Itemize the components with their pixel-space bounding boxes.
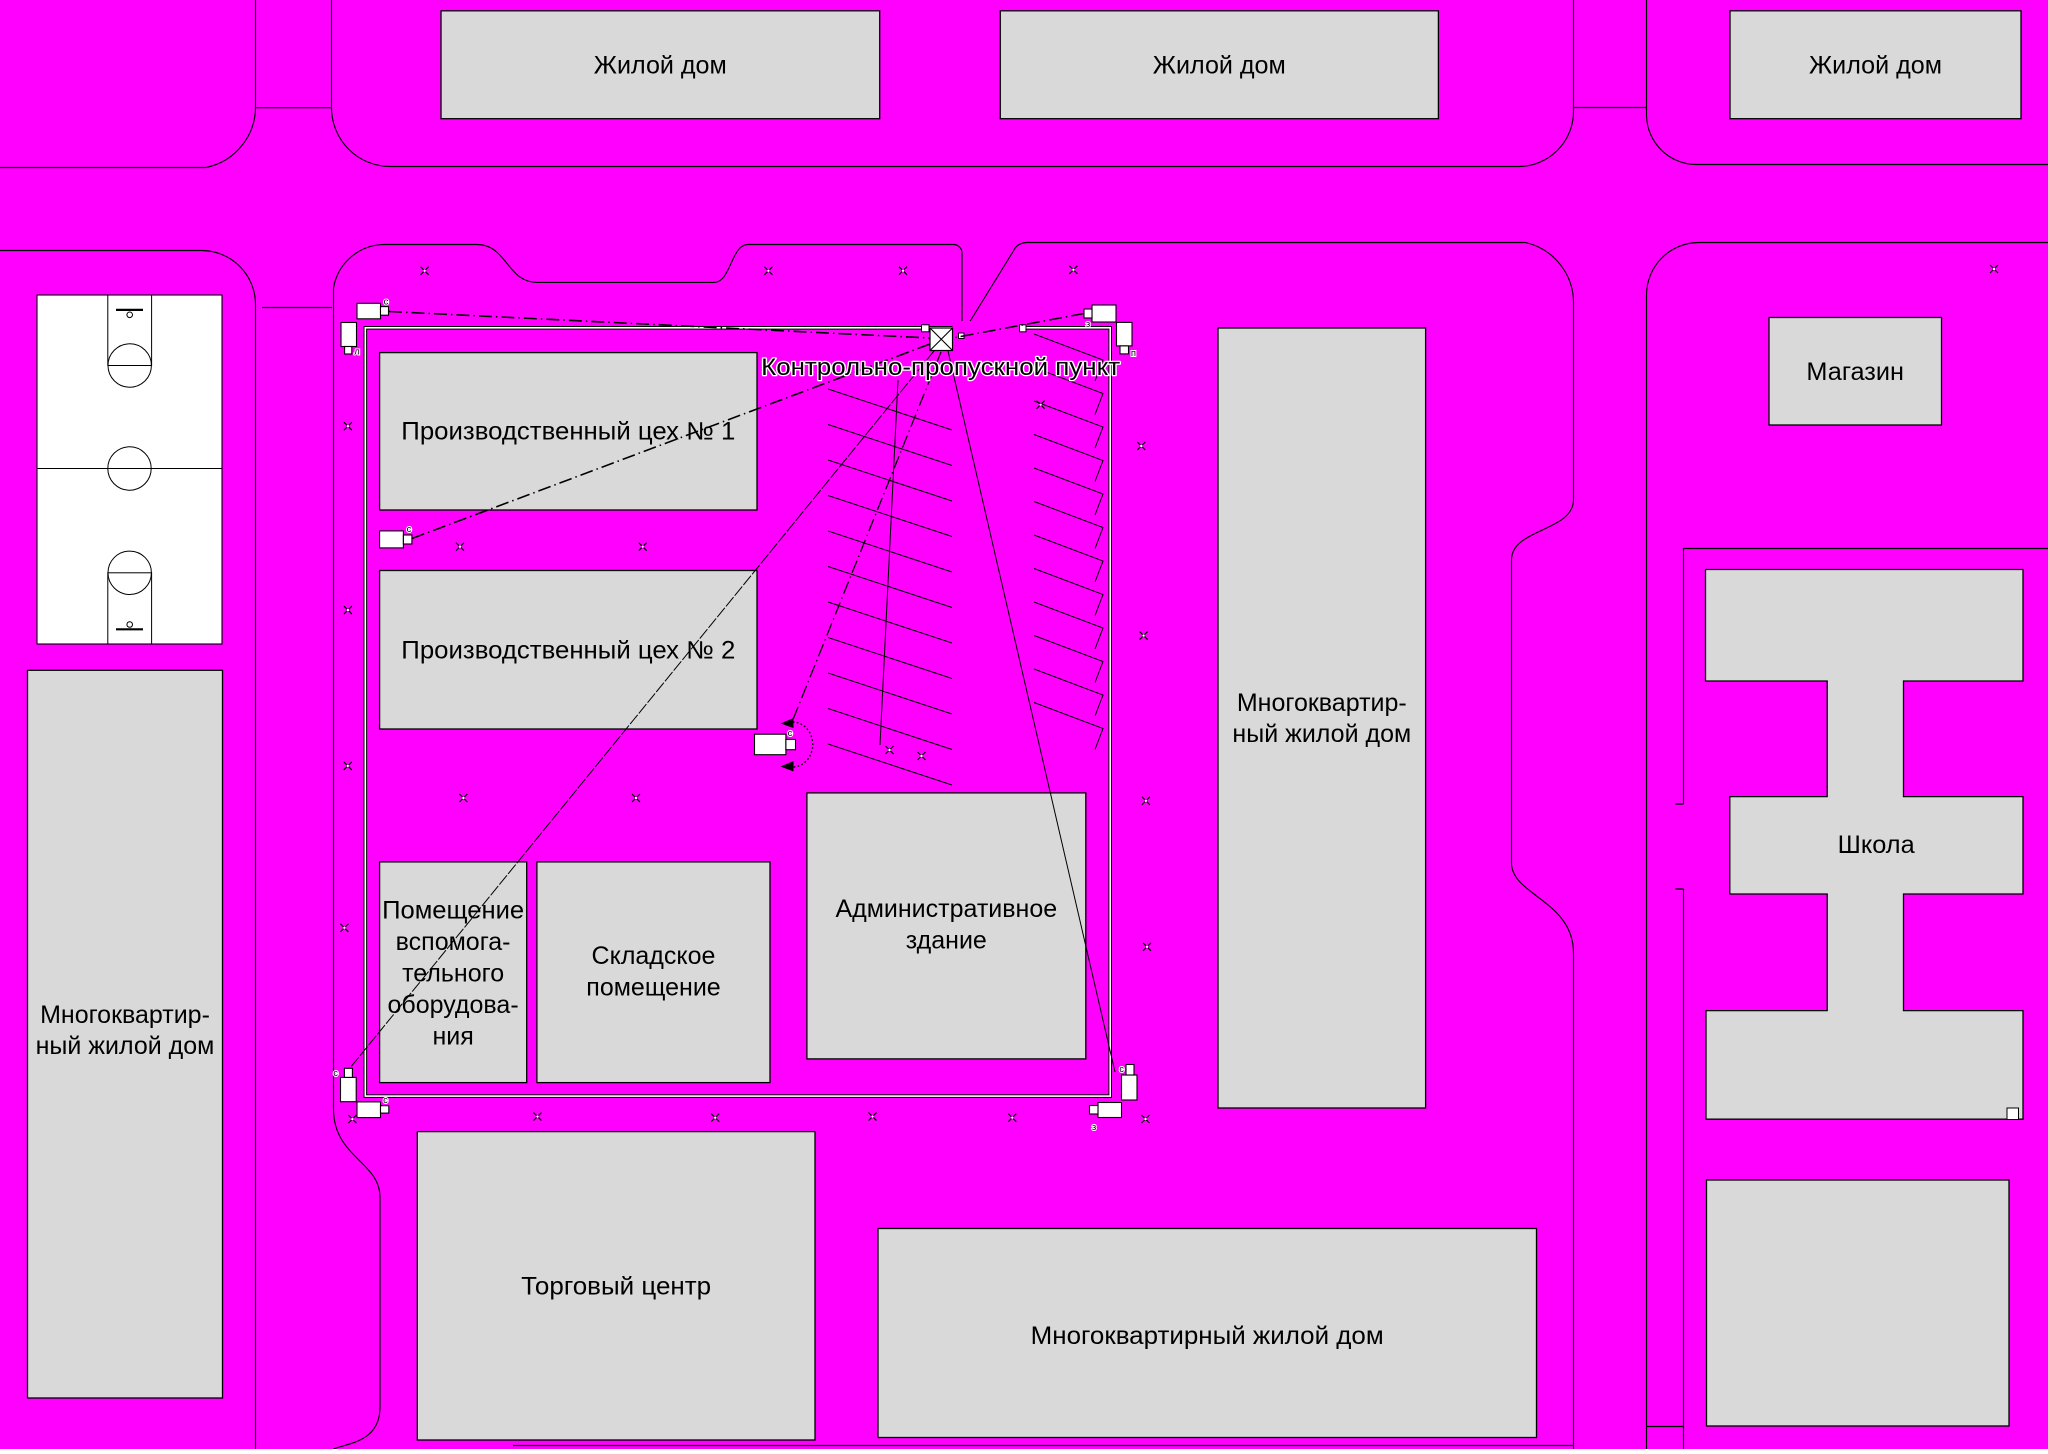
svg-text:Производственный цех № 1: Производственный цех № 1 (401, 418, 735, 446)
svg-text:Административное: Административное (835, 895, 1057, 923)
svg-text:с: с (384, 297, 389, 308)
svg-text:Многоквартирный жилой дом: Многоквартирный жилой дом (1031, 1322, 1384, 1350)
svg-text:с: с (383, 1095, 388, 1106)
svg-text:оборудова-: оборудова- (388, 991, 519, 1019)
svg-text:с: с (407, 524, 412, 535)
svg-text:здание: здание (906, 927, 987, 955)
svg-text:з: з (1092, 1122, 1096, 1133)
svg-text:ния: ния (432, 1023, 473, 1051)
svg-text:Торговый центр: Торговый центр (521, 1273, 711, 1301)
svg-text:ный жилой дом: ный жилой дом (36, 1032, 215, 1060)
svg-text:Жилой дом: Жилой дом (594, 52, 727, 80)
svg-text:Производственный цех № 2: Производственный цех № 2 (401, 637, 735, 665)
svg-text:помещение: помещение (586, 974, 720, 1002)
svg-text:Магазин: Магазин (1806, 358, 1904, 386)
svg-text:Многоквартир-: Многоквартир- (40, 1001, 210, 1029)
svg-text:с: с (788, 728, 793, 739)
svg-text:л: л (354, 347, 360, 358)
svg-text:Жилой дом: Жилой дом (1809, 52, 1942, 80)
svg-text:Жилой дом: Жилой дом (1153, 52, 1286, 80)
svg-text:Контрольно-пропускной пункт: Контрольно-пропускной пункт (761, 354, 1120, 381)
svg-text:Складское: Складское (592, 942, 716, 970)
svg-text:тельного: тельного (402, 960, 504, 988)
svg-text:ный жилой дом: ный жилой дом (1232, 720, 1411, 748)
svg-text:с: с (1119, 1064, 1124, 1075)
svg-text:Многоквартир-: Многоквартир- (1237, 689, 1407, 717)
svg-text:Школа: Школа (1838, 831, 1915, 859)
svg-text:Помещение: Помещение (382, 897, 524, 925)
svg-text:п: п (1131, 348, 1136, 359)
svg-text:с: с (333, 1068, 338, 1079)
svg-text:з: з (1086, 319, 1090, 330)
